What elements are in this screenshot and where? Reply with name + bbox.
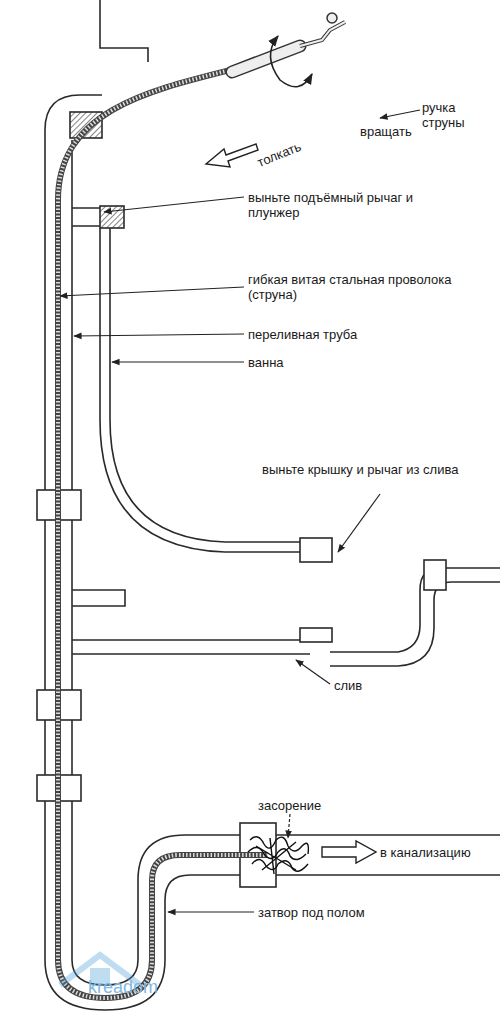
push-arrow <box>206 144 258 167</box>
callout-label: в канализацию <box>380 845 500 860</box>
snake-cable <box>58 68 268 998</box>
rotate-arrow <box>270 36 312 87</box>
flow-arrow <box>322 841 376 863</box>
callout-label: ванна <box>248 355 368 370</box>
callout-label: засорение <box>258 798 368 813</box>
cable-handle <box>232 13 345 72</box>
watermark: kreadom <box>88 980 208 995</box>
callout-label: переливная труба <box>248 327 448 342</box>
callout-label: слив <box>334 678 414 693</box>
callout-label: толкать <box>255 126 335 170</box>
callout-label: ручка струны <box>422 100 482 130</box>
callout-label: затвор под полом <box>258 905 438 920</box>
callout-label: гибкая витая стальная проволока (струна) <box>248 272 463 302</box>
leader-lines <box>60 110 420 912</box>
callout-label: выньте подъёмный рычаг и плунжер <box>248 190 428 220</box>
cable-coil <box>58 68 268 998</box>
callout-label: вращать <box>360 124 440 139</box>
blockage <box>248 837 308 874</box>
callout-label: выньте крышку и рычаг из слива <box>262 462 472 477</box>
pipes <box>37 0 500 1010</box>
